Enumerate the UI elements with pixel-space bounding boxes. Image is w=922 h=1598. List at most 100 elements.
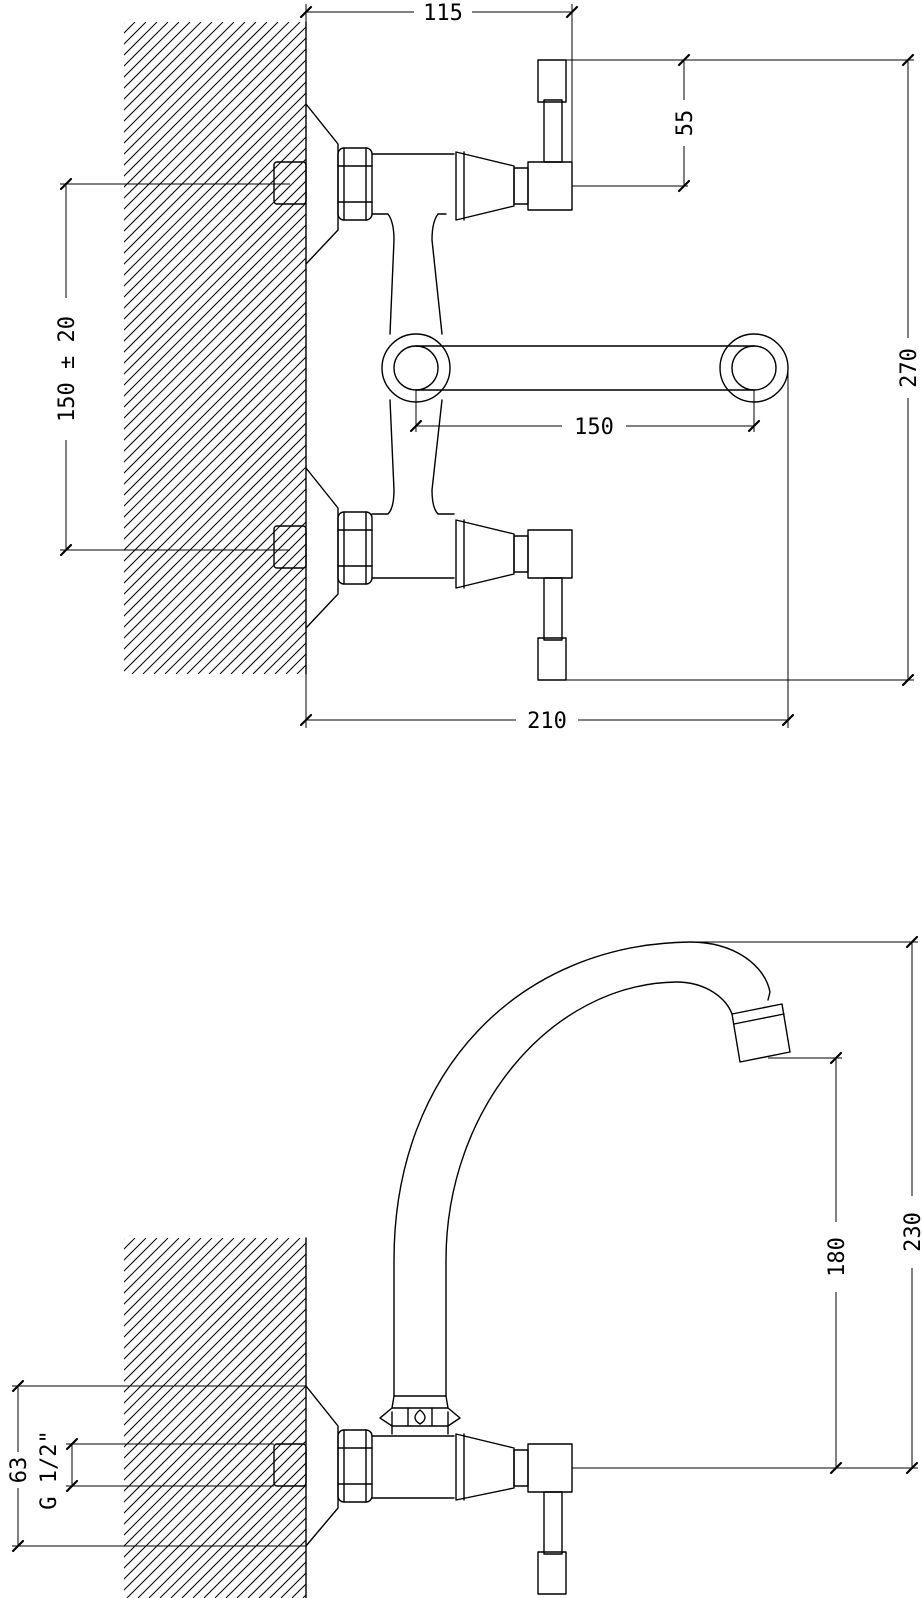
hatch-line <box>124 1238 290 1404</box>
hatch-line <box>124 411 306 595</box>
hatch-line <box>230 598 306 674</box>
upper-inlet <box>273 103 373 265</box>
hatch-line <box>124 378 306 562</box>
dim-210: 210 <box>299 368 795 734</box>
hatch-line <box>137 1429 306 1598</box>
hatch-line <box>124 1238 147 1261</box>
top-view: 115 55 270 150 ± 20 150 <box>55 1 922 734</box>
dim-centers: 150 ± 20 <box>55 177 290 557</box>
hatch-line <box>124 22 268 166</box>
hatch-line <box>124 444 306 628</box>
wall-hatch-bottom <box>124 1238 685 1598</box>
dim-180-label: 180 <box>825 1237 850 1277</box>
dim-centers-label: 150 ± 20 <box>55 316 80 422</box>
hatch-line <box>124 356 306 540</box>
hatch-line <box>124 1238 301 1415</box>
hatch-line <box>124 1238 169 1283</box>
hatch-line <box>124 323 306 507</box>
dim-55: 55 <box>566 53 698 193</box>
hatch-line <box>124 1330 306 1514</box>
hatch-line <box>124 1238 246 1360</box>
hatch-line <box>124 37 306 221</box>
hatch-line <box>124 26 306 210</box>
hatch-line <box>124 235 306 419</box>
hatch-line <box>124 1385 306 1569</box>
hatch-line <box>124 22 279 177</box>
hatch-line <box>124 92 306 276</box>
hatch-line <box>296 664 306 674</box>
hatch-line <box>124 345 306 529</box>
dim-210-label: 210 <box>527 709 567 734</box>
hatch-line <box>247 1539 306 1598</box>
hatch-line <box>124 213 306 397</box>
hatch-line <box>325 1238 685 1598</box>
hatch-line <box>285 653 306 674</box>
hatch-line <box>124 1238 158 1272</box>
hatch-line <box>124 1286 306 1470</box>
hatch-line <box>124 367 306 551</box>
hatch-line <box>124 301 306 485</box>
hatch-line <box>124 1275 306 1459</box>
hatch-line <box>124 290 306 474</box>
hatch-line <box>124 22 224 122</box>
dim-55-label: 55 <box>673 110 698 137</box>
spout-top-view <box>381 333 789 403</box>
dim-270-label: 270 <box>897 348 922 388</box>
lower-inlet <box>273 467 373 629</box>
hatch-line <box>124 1238 224 1338</box>
hatch-line <box>131 499 306 674</box>
side-inlet <box>273 1385 455 1547</box>
hatch-line <box>124 257 306 441</box>
hatch-line <box>308 22 922 674</box>
hatch-line <box>124 279 306 463</box>
upper-valve-handle <box>455 59 573 221</box>
hatch-line <box>302 1594 306 1598</box>
hatch-line <box>142 510 306 674</box>
hatch-line <box>280 1572 306 1598</box>
hatch-line <box>164 532 306 674</box>
hatch-line <box>124 1238 235 1349</box>
wall-hatch-top <box>124 22 922 674</box>
hatch-line <box>124 1319 306 1503</box>
hatch-line <box>197 565 306 674</box>
dim-180: 180 <box>572 1051 918 1475</box>
hatch-line <box>225 1517 306 1598</box>
hatch-line <box>124 180 306 364</box>
hatch-line <box>124 169 306 353</box>
hatch-line <box>203 1495 306 1598</box>
hatch-line <box>124 22 169 67</box>
dim-63-label: 63 <box>7 1457 32 1484</box>
hatch-line <box>124 466 306 650</box>
hatch-line <box>124 1238 191 1305</box>
hatch-line <box>214 1506 306 1598</box>
hatch-line <box>124 1264 306 1448</box>
hatch-line <box>124 22 301 199</box>
hatch-line <box>124 125 306 309</box>
hatch-line <box>124 400 306 584</box>
spout-base-nut <box>379 1395 461 1435</box>
hatch-line <box>124 312 306 496</box>
hatch-line <box>124 1407 306 1591</box>
dim-thread: G 1/2" <box>37 1430 274 1510</box>
curved-spout <box>393 941 791 1397</box>
hatch-line <box>124 59 306 243</box>
dim-115: 115 <box>299 1 579 162</box>
hatch-line <box>186 554 306 674</box>
dim-spout-150: 150 <box>409 390 761 440</box>
hatch-line <box>126 1418 306 1598</box>
hatch-line <box>263 631 306 674</box>
hatch-line <box>124 22 257 155</box>
hatch-line <box>124 268 306 452</box>
hatch-line <box>124 1238 268 1382</box>
hatch-line <box>258 1550 306 1598</box>
hatch-line <box>124 22 202 100</box>
mixer-body <box>371 153 455 579</box>
hatch-line <box>124 1374 306 1558</box>
dim-270: 270 <box>566 53 922 687</box>
hatch-line <box>124 246 306 430</box>
hatch-line <box>252 620 306 674</box>
hatch-line <box>192 1484 306 1598</box>
hatch-line <box>124 114 306 298</box>
hatch-line <box>124 22 235 133</box>
